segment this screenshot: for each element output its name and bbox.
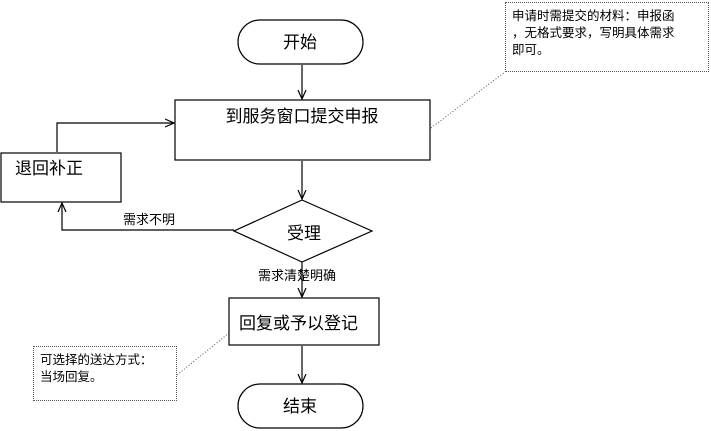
callout-leader-materials xyxy=(430,71,506,129)
edge-label-unclear: 需求不明 xyxy=(123,213,175,228)
submit-label: 到服务窗口提交申报 xyxy=(226,107,379,127)
edge-accept-to-correction xyxy=(62,203,234,231)
materials-note-line-3: 即可。 xyxy=(512,42,550,57)
delivery-note-line-1: 可选择的送达方式： xyxy=(40,352,153,367)
materials-note-line-2: ，无格式要求，写明具体需求 xyxy=(512,25,675,40)
submit-process xyxy=(174,99,431,161)
reply-label: 回复或予以登记 xyxy=(239,314,358,334)
callout-leader-delivery xyxy=(176,332,230,376)
delivery-note: 可选择的送达方式： 当场回复。 xyxy=(33,346,177,401)
accept-label: 受理 xyxy=(287,224,321,244)
delivery-note-line-2: 当场回复。 xyxy=(40,369,103,384)
start-label: 开始 xyxy=(283,33,317,53)
accept-decision xyxy=(232,199,374,263)
end-label: 结束 xyxy=(283,397,317,417)
correction-process xyxy=(0,152,122,203)
edge-correction-to-submit xyxy=(56,123,174,152)
edge-label-clear: 需求清楚明确 xyxy=(258,269,336,284)
materials-note-line-1: 申请时需提交的材料：申报函 xyxy=(512,8,675,23)
end-terminal xyxy=(237,383,364,429)
materials-note: 申请时需提交的材料：申报函 ，无格式要求，写明具体需求 即可。 xyxy=(505,2,709,72)
reply-process xyxy=(228,297,380,346)
start-terminal xyxy=(237,19,364,65)
correction-label: 退回补正 xyxy=(15,159,83,179)
